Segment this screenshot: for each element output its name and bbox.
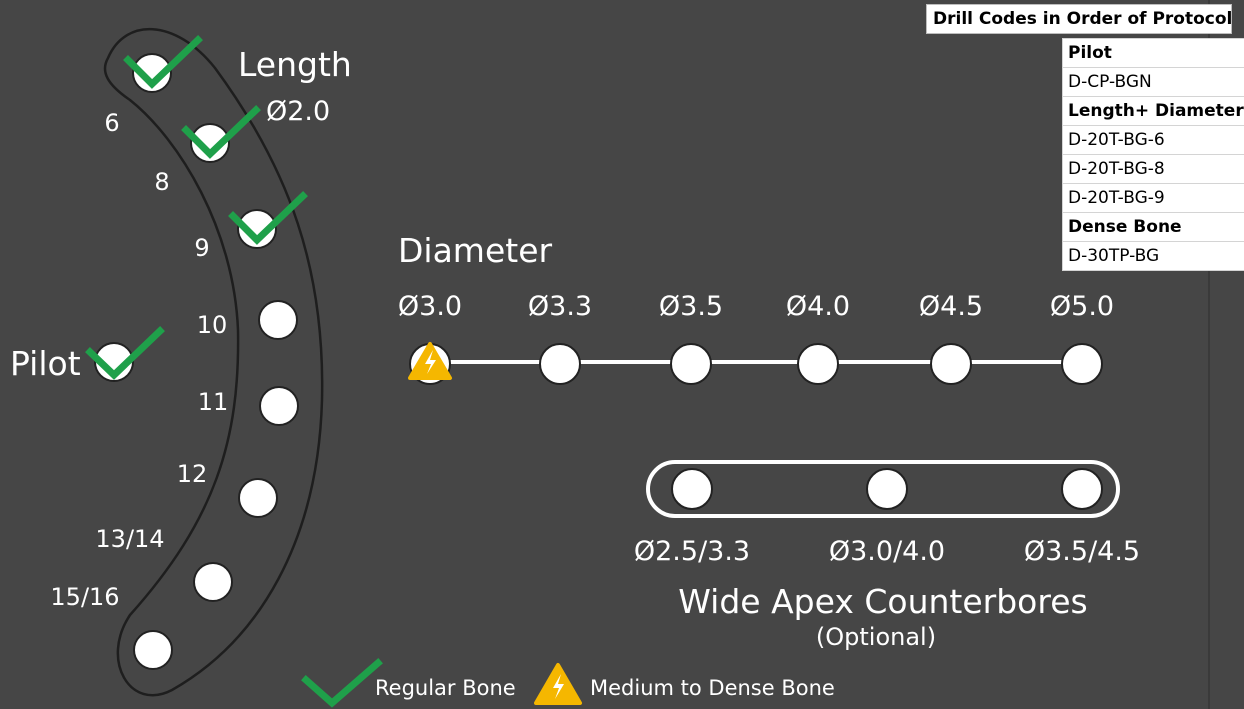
length-step-circle[interactable]: [133, 630, 173, 670]
drill-code-heading: Dense Bone: [1062, 212, 1244, 242]
diameter-title: Diameter: [398, 231, 552, 270]
drill-code-row: D-20T-BG-8: [1062, 154, 1244, 184]
length-step-circle[interactable]: [238, 478, 278, 518]
drill-code-cell: D-CP-BGN: [1062, 67, 1244, 97]
counterbore-capsule: [646, 460, 1120, 518]
diameter-step-label: Ø5.0: [1050, 291, 1114, 322]
legend-regular-bone: Regular Bone: [375, 676, 516, 700]
length-step-circle[interactable]: [193, 562, 233, 602]
length-step-label: 15/16: [50, 583, 119, 611]
length-step-circle[interactable]: [132, 53, 172, 93]
counterbore-sequence: Ø2.5/3.3 Ø3.0/4.0 Ø3.5/4.5: [634, 468, 1140, 567]
length-step-label: 13/14: [95, 525, 164, 553]
pilot-label: Pilot: [10, 344, 81, 383]
drill-code-row: D-20T-BG-9: [1062, 183, 1244, 213]
diameter-step-circle[interactable]: [1061, 343, 1103, 385]
diameter-sequence: Ø3.0 Ø3.3 Ø3.5 Ø4.0 Ø4.5 Ø5.0: [398, 291, 1114, 385]
legend-warning-icon: [534, 663, 582, 705]
drill-codes-title: Drill Codes in Order of Protocol: [926, 4, 1232, 34]
length-title: Length: [238, 45, 352, 84]
legend-dense-bone: Medium to Dense Bone: [590, 676, 835, 700]
counterbore-step-label: Ø3.5/4.5: [1024, 536, 1140, 567]
counterbore-step-circle[interactable]: [866, 468, 908, 510]
drill-code-row: D-20T-BG-6: [1062, 125, 1244, 155]
drill-code-row: Length+ Diameter: [1062, 96, 1244, 126]
diameter-step-label: Ø3.5: [659, 291, 723, 322]
counterbores-subtitle: (Optional): [816, 623, 936, 651]
counterbore-step-label: Ø2.5/3.3: [634, 536, 750, 567]
length-step-circle[interactable]: [190, 123, 230, 163]
length-step-label: 6: [104, 109, 119, 137]
drill-code-cell: D-20T-BG-9: [1062, 183, 1244, 213]
drill-code-row: D-CP-BGN: [1062, 67, 1244, 97]
diameter-step-label: Ø3.0: [398, 291, 462, 322]
counterbore-step-circle[interactable]: [1061, 468, 1103, 510]
pilot-circle[interactable]: [94, 342, 134, 382]
divider-line: [1208, 0, 1210, 709]
drill-code-row: Pilot: [1062, 38, 1244, 68]
length-step-check-icon: [181, 105, 261, 159]
drill-code-row: D-30TP-BG: [1062, 241, 1244, 271]
drill-code-cell: D-20T-BG-6: [1062, 125, 1244, 155]
diameter-step-circle[interactable]: [797, 343, 839, 385]
counterbore-step-label: Ø3.0/4.0: [829, 536, 945, 567]
diameter-step-circle[interactable]: [930, 343, 972, 385]
drill-code-heading: Pilot: [1062, 38, 1244, 68]
length-step-label: 10: [197, 311, 228, 339]
length-step-label: 8: [154, 168, 169, 196]
length-sequence-outline: [103, 27, 324, 697]
length-diameter-label: Ø2.0: [266, 96, 330, 127]
diameter-warning-icon: [408, 342, 452, 380]
length-step-check-icon: [228, 191, 308, 245]
length-step-label: 9: [194, 234, 209, 262]
length-step-circle[interactable]: [258, 300, 298, 340]
diameter-step-label: Ø4.5: [919, 291, 983, 322]
diameter-step-label: Ø3.3: [528, 291, 592, 322]
length-step-label: 11: [198, 388, 229, 416]
counterbores-title: Wide Apex Counterbores: [678, 582, 1087, 621]
diameter-step-label: Ø4.0: [786, 291, 850, 322]
drill-code-row: Dense Bone: [1062, 212, 1244, 242]
diameter-step-circle[interactable]: [670, 343, 712, 385]
counterbore-step-circle[interactable]: [671, 468, 713, 510]
length-step-check-icon: [123, 35, 203, 89]
length-sequence: 6 8 9 10 11 12 13/14 15/16: [50, 35, 308, 670]
pilot-check-icon: [85, 326, 165, 380]
length-step-label: 12: [177, 460, 208, 488]
drill-code-cell: D-30TP-BG: [1062, 241, 1244, 271]
drill-code-cell: D-20T-BG-8: [1062, 154, 1244, 184]
length-step-circle[interactable]: [259, 386, 299, 426]
legend-check-icon: [301, 658, 383, 708]
length-step-circle[interactable]: [237, 209, 277, 249]
diameter-step-circle[interactable]: [539, 343, 581, 385]
drill-code-heading: Length+ Diameter: [1062, 96, 1244, 126]
